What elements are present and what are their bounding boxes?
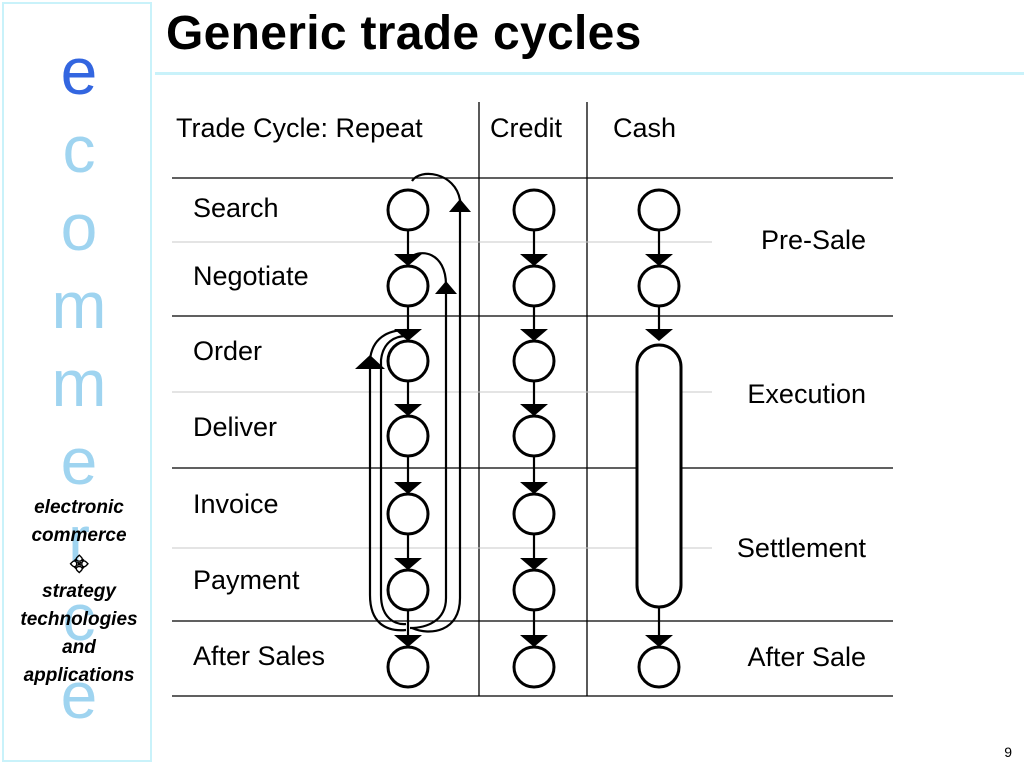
sidebar-letter: m [51, 268, 107, 342]
step-node [512, 264, 556, 308]
arrowhead-down-icon [394, 558, 422, 570]
step-node [386, 492, 430, 536]
slide-title: Generic trade cycles [166, 7, 642, 60]
step-node [512, 339, 556, 383]
arrowhead-down-icon [645, 329, 673, 341]
sidebar-letter: c [62, 580, 96, 654]
sidebar-letter: c [62, 112, 96, 186]
sidebar-panel: e c o m m e r c e electronic commerce 💠︎… [2, 2, 152, 762]
diamond-icon: 💠︎ [67, 554, 91, 574]
arrowhead-down-icon [645, 635, 673, 647]
header-repeat: Trade Cycle: Repeat [176, 113, 423, 143]
repeat-loop-search [411, 172, 462, 633]
step-node [637, 645, 681, 689]
arrowhead-down-icon [394, 329, 422, 341]
sidebar-letter: r [68, 502, 90, 576]
arrowhead-down-icon [394, 635, 422, 647]
sidebar-caption: electronic commerce 💠︎ strategy technolo… [4, 494, 154, 690]
arrowhead-down-icon [520, 482, 548, 494]
sidebar-letter: e [60, 424, 98, 498]
combined-step-node [635, 343, 683, 609]
step-node [512, 568, 556, 612]
header-credit: Credit [490, 113, 563, 143]
step-label-search: Search [193, 193, 279, 223]
phase-label-after-sale: After Sale [747, 642, 866, 672]
step-node [386, 188, 430, 232]
step-label-invoice: Invoice [193, 489, 279, 519]
title-divider [155, 72, 1024, 75]
phase-label-execution: Execution [747, 379, 866, 409]
sidebar-letter: m [51, 346, 107, 420]
repeat-column [386, 188, 430, 689]
sidebar-ecommerce-wordmark: e c o m m e r c e [4, 32, 154, 734]
step-label-deliver: Deliver [193, 412, 277, 442]
arrowhead-up-icon [435, 281, 457, 294]
arrowhead-down-icon [394, 482, 422, 494]
arrowhead-up-icon [355, 355, 385, 369]
arrowhead-down-icon [520, 558, 548, 570]
step-label-after-sales: After Sales [193, 641, 325, 671]
step-node [386, 339, 430, 383]
phase-label-settlement: Settlement [737, 533, 867, 563]
arrowhead-down-icon [520, 635, 548, 647]
phase-label-pre-sale: Pre-Sale [761, 225, 866, 255]
sidebar-letter: e [60, 34, 98, 108]
arrowhead-up-icon [449, 199, 471, 212]
sidebar-caption-line: and [62, 637, 96, 658]
step-node [637, 188, 681, 232]
cash-column [635, 188, 683, 689]
arrowhead-down-icon [520, 404, 548, 416]
arrowhead-down-icon [645, 254, 673, 266]
repeat-loop-order [368, 328, 407, 632]
arrowhead-down-icon [394, 254, 422, 266]
step-node [512, 645, 556, 689]
header-cash: Cash [613, 113, 676, 143]
arrowhead-down-icon [394, 404, 422, 416]
sidebar-caption-line: electronic [34, 497, 124, 518]
step-node [512, 188, 556, 232]
sidebar-caption-line: strategy [42, 581, 116, 602]
step-node [512, 492, 556, 536]
step-label-negotiate: Negotiate [193, 261, 309, 291]
step-node [386, 414, 430, 458]
step-label-order: Order [193, 336, 262, 366]
step-node [386, 264, 430, 308]
credit-column [512, 188, 556, 689]
arrowhead-down-icon [520, 254, 548, 266]
step-label-payment: Payment [193, 565, 300, 595]
step-node [637, 264, 681, 308]
repeat-loop-order-inner [379, 334, 407, 626]
sidebar-caption-line: commerce [31, 525, 127, 546]
sidebar-letter: o [60, 190, 98, 264]
page-number: 9 [1004, 744, 1012, 760]
step-node [512, 414, 556, 458]
step-node [386, 645, 430, 689]
step-node [386, 568, 430, 612]
sidebar-letter: e [60, 658, 98, 732]
sidebar-caption-line: technologies [20, 609, 138, 630]
sidebar-caption-line: applications [23, 665, 135, 686]
arrowhead-down-icon [520, 329, 548, 341]
